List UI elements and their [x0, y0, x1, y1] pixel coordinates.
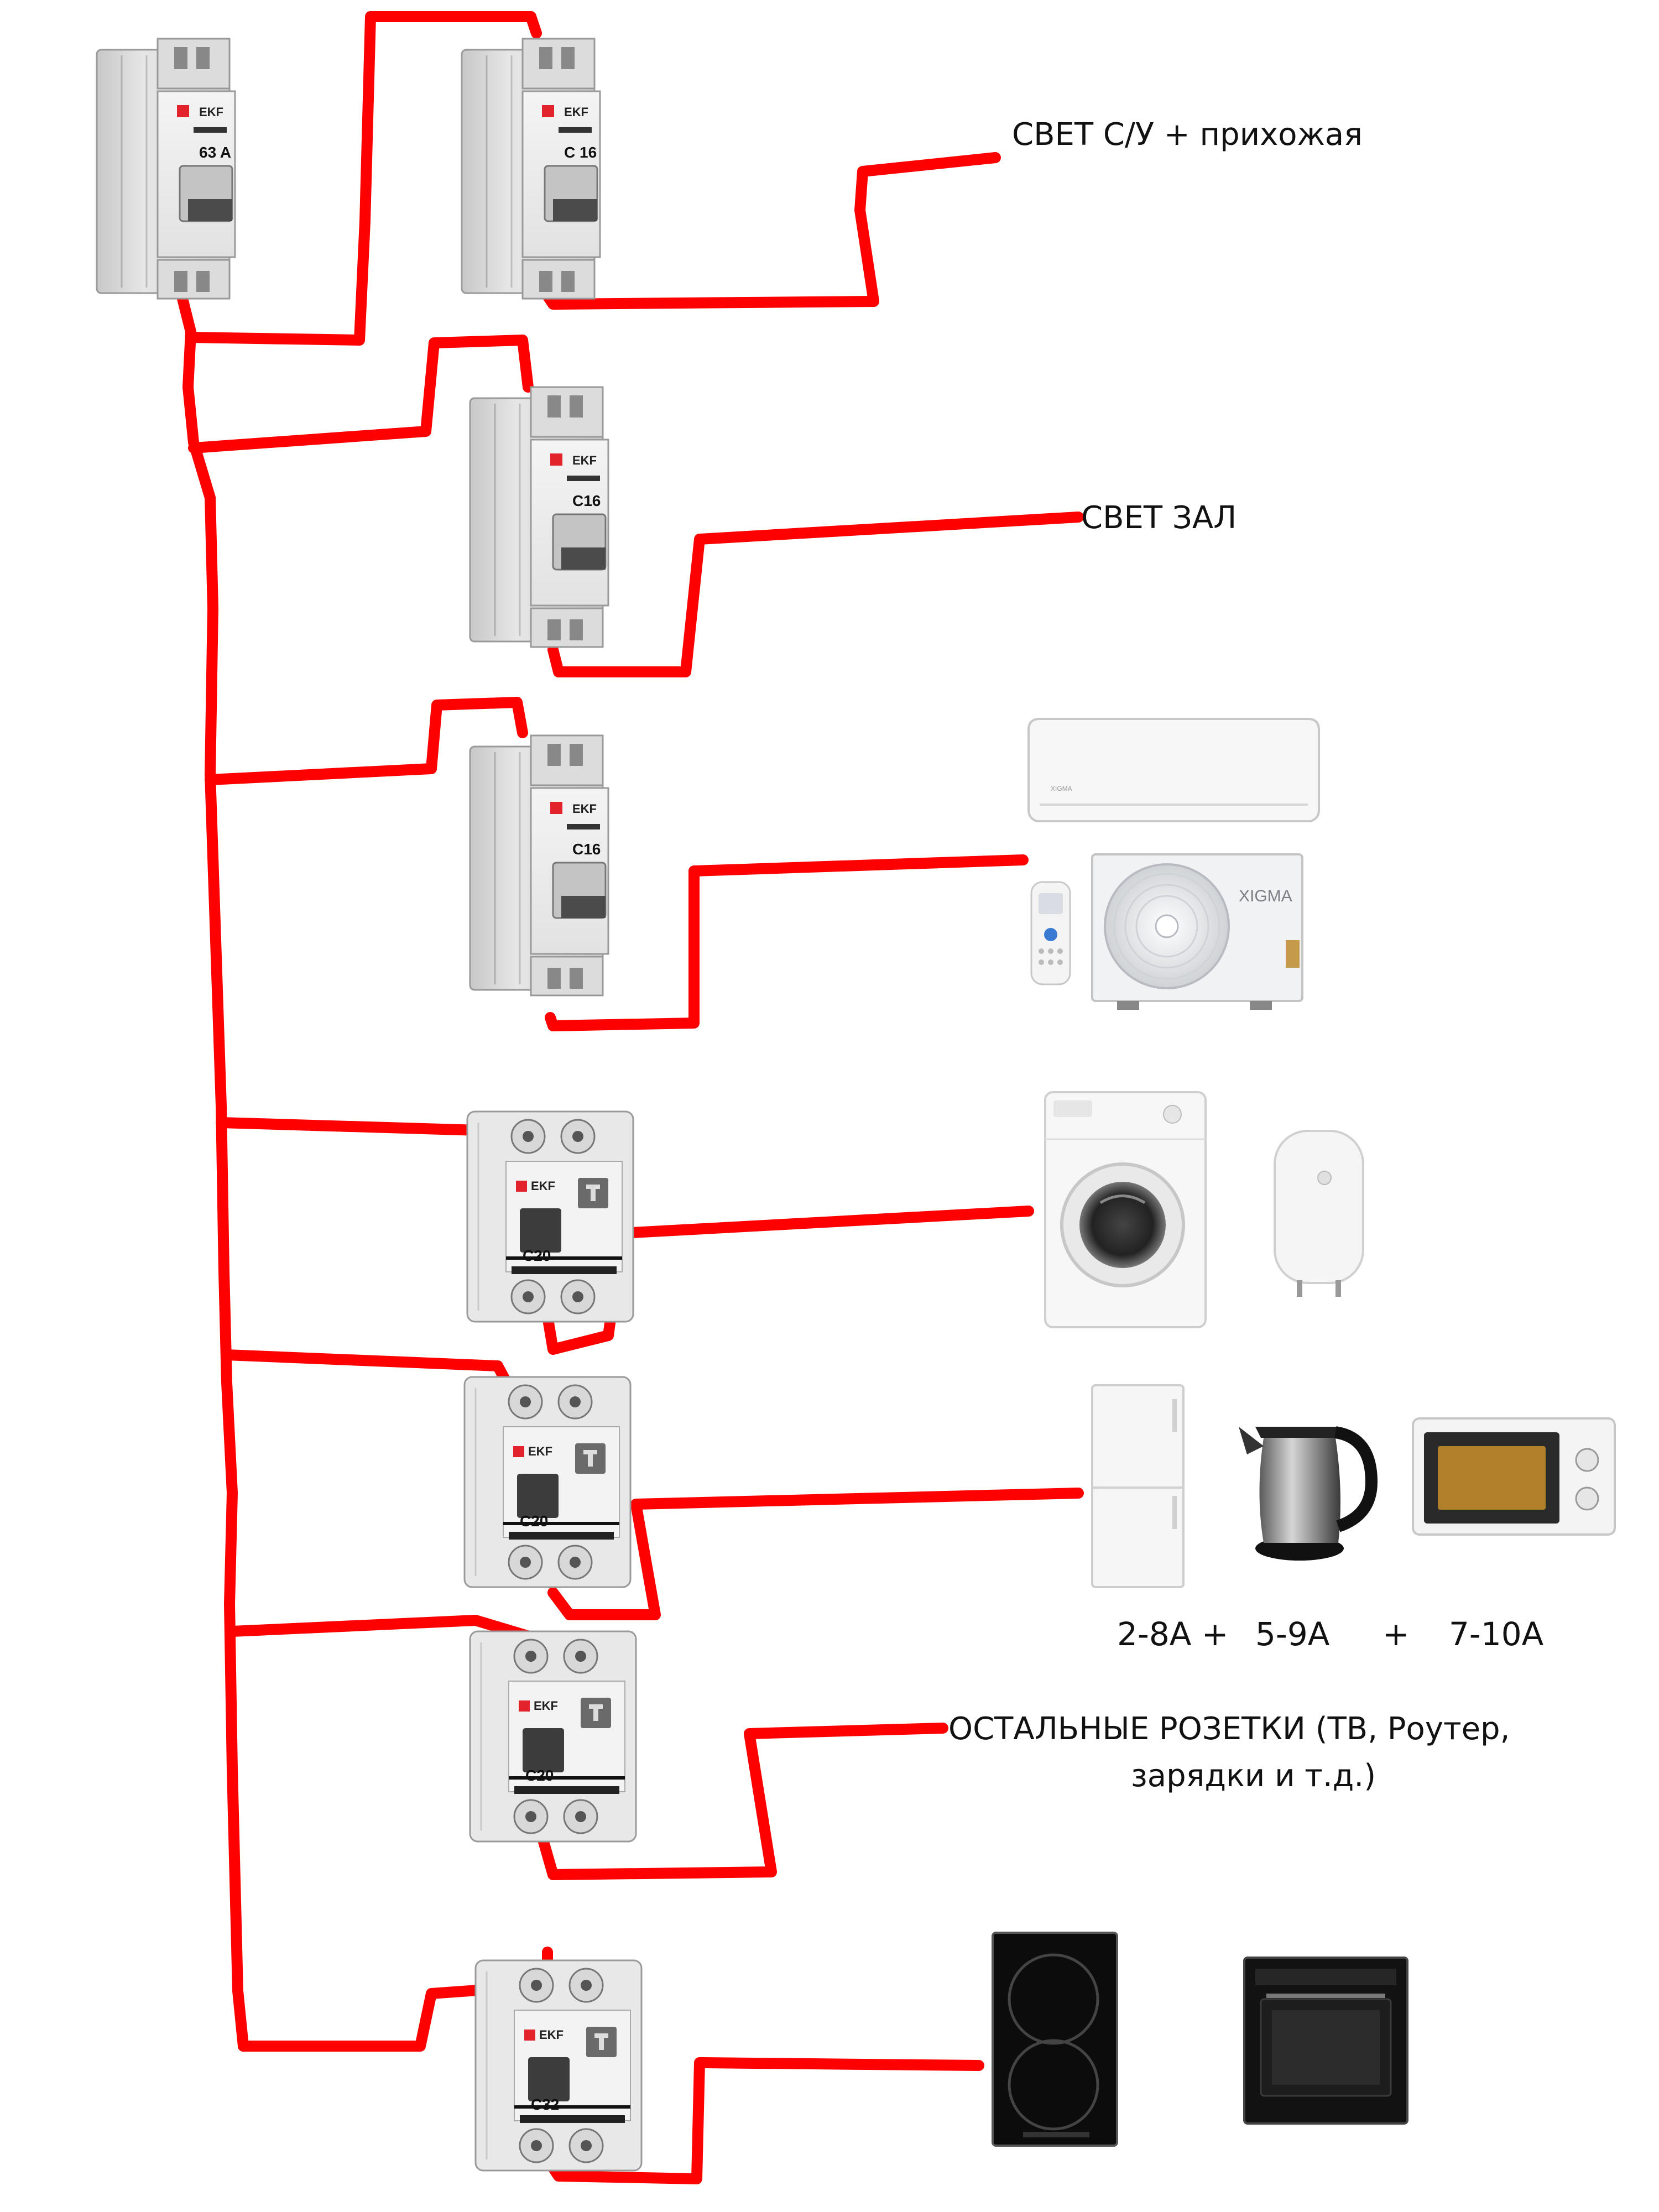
label-sockets-line2: зарядки и т.д.)	[1131, 1758, 1376, 1794]
wire-wash-out	[542, 1206, 1034, 1355]
wire-light2-out	[547, 512, 1084, 677]
stove-breaker-brand: EKF	[539, 2028, 564, 2042]
ac-remote-image	[1030, 881, 1071, 985]
light1-breaker-rating: C 16	[564, 144, 597, 161]
stove-breaker-rating: C32	[531, 2096, 559, 2113]
water-heater-image	[1274, 1130, 1364, 1297]
light1-breaker-brand: EKF	[564, 105, 588, 119]
sockets-breaker-brand: EKF	[534, 1699, 558, 1713]
stove-breaker: EKF C32	[476, 1960, 641, 2171]
wire-to-wash	[216, 1117, 503, 1136]
ac-indoor-unit-image: XIGMA	[1027, 718, 1320, 822]
light2-breaker-rating: C16	[572, 492, 601, 509]
wire-kitchen-out	[547, 1488, 1084, 1620]
ac-breaker: EKF C16	[469, 734, 609, 997]
light1-breaker: EKF C 16	[461, 38, 601, 300]
main-trunk-wire	[177, 293, 249, 2052]
ac-breaker-brand: EKF	[572, 802, 597, 816]
fridge-image	[1091, 1384, 1185, 1588]
main-breaker-rating: 63 A	[199, 144, 231, 161]
ac-outdoor-unit-image: XIGMA	[1091, 853, 1303, 1010]
label-light-bath: СВЕТ С/У + прихожая	[1012, 117, 1363, 153]
wash-breaker-brand: EKF	[531, 1179, 555, 1193]
label-amp-micro: 7-10А	[1449, 1615, 1544, 1653]
label-amp-kettle: 5-9А	[1255, 1615, 1330, 1653]
kitchen-breaker-rating: C20	[520, 1512, 548, 1530]
main-breaker: EKF 63 A	[96, 38, 236, 300]
light2-breaker-brand: EKF	[572, 453, 597, 467]
microwave-image	[1412, 1417, 1616, 1536]
wire-sockets-out	[536, 1723, 948, 1880]
kettle-image	[1239, 1426, 1378, 1561]
wash-breaker-rating: C20	[523, 1247, 551, 1264]
label-sockets-line1: ОСТАЛЬНЫЕ РОЗЕТКИ (ТВ, Роутер,	[948, 1711, 1510, 1747]
light2-breaker: EKF C16	[469, 386, 609, 648]
wire-group	[177, 11, 1084, 2184]
washing-machine-image	[1044, 1091, 1207, 1328]
wire-ac-out	[545, 854, 1029, 1031]
ac-indoor-brand: XIGMA	[1051, 785, 1072, 792]
label-amp-plus: +	[1383, 1615, 1410, 1653]
cooktop-image	[992, 1932, 1118, 2147]
wire-to-light2	[188, 335, 534, 453]
kitchen-breaker-brand: EKF	[528, 1444, 552, 1458]
ac-breaker-rating: C16	[572, 841, 601, 858]
sockets-breaker-rating: C20	[525, 1767, 554, 1784]
label-amp-fridge: 2-8А +	[1117, 1615, 1228, 1653]
kitchen-breaker: EKF C20	[465, 1377, 630, 1587]
wire-to-light1	[185, 11, 542, 346]
sockets-breaker: EKF C20	[470, 1631, 636, 1841]
label-light-hall: СВЕТ ЗАЛ	[1081, 500, 1237, 536]
ac-outdoor-brand: XIGMA	[1239, 887, 1292, 905]
wash-breaker: EKF C20	[467, 1112, 633, 1322]
wire-light1-out	[542, 152, 1001, 310]
wire-to-ac	[205, 697, 528, 785]
main-breaker-brand: EKF	[199, 105, 223, 119]
oven-image	[1243, 1957, 1408, 2125]
